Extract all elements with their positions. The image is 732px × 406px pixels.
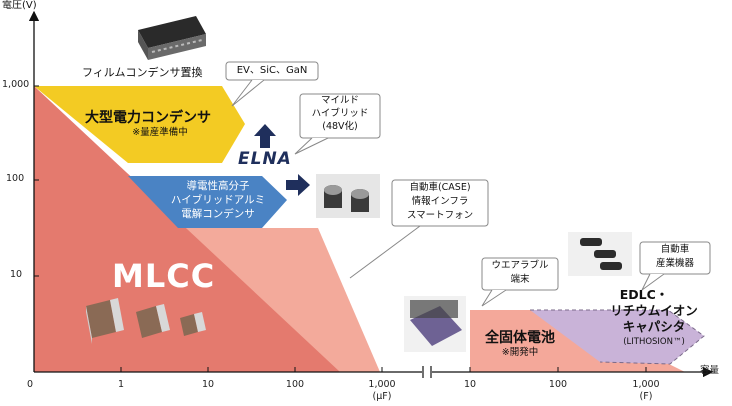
edlc-subtitle: (LITHOSION™) <box>623 337 685 347</box>
mild-hybrid-callout-pointer <box>294 137 329 155</box>
elna-logo: ELNA <box>238 149 292 169</box>
ev-callout-box <box>225 61 319 81</box>
aluminum-capacitor-line2: ハイブリッドアルミ <box>170 194 266 206</box>
industrial-callout-pointer <box>641 273 665 291</box>
industrial-line2: 産業機器 <box>655 258 695 269</box>
automotive-line2: 情報インフラ <box>411 196 469 207</box>
solid-state-battery-image <box>404 296 466 352</box>
aluminum-capacitor-line3: 電解コンデンサ <box>181 208 255 220</box>
automotive-callout-box <box>391 179 489 227</box>
edlc-image <box>568 232 632 276</box>
x-axis-title: 容量 <box>700 365 720 376</box>
mlcc-label: MLCC <box>112 257 216 295</box>
y-tick-label: 100 <box>6 173 25 184</box>
y-tick-label: 1,000 <box>2 79 30 90</box>
film-capacitor-image <box>138 16 206 60</box>
mild-hybrid-callout-box <box>299 93 381 139</box>
aluminum-capacitor-region <box>128 176 287 228</box>
aluminum-capacitor-line1: 導電性高分子 <box>186 180 250 192</box>
mild-hybrid-line1: マイルド <box>320 95 360 106</box>
ev-callout-text: EV、SiC、GaN <box>236 65 308 76</box>
aluminum-capacitor-image <box>316 174 380 218</box>
x-tick-label: 100 <box>548 379 568 390</box>
x-tick-label: 1,000 <box>632 379 660 390</box>
film-capacitor-note: ※量産準備中 <box>132 127 188 138</box>
x-tick-label: 100 <box>285 379 305 390</box>
film-capacitor-title: 大型電力コンデンサ <box>85 110 211 126</box>
film-capacitor-region <box>34 86 245 163</box>
right-arrow-icon <box>286 174 310 196</box>
industrial-callout-box <box>639 241 711 275</box>
wearable-line2: 端末 <box>510 274 530 285</box>
edlc-title-line2: リチウムイオン <box>610 303 698 318</box>
x-unit-left: (μF) <box>372 391 392 402</box>
edlc-title-line3: キャパシタ <box>622 319 686 334</box>
x-tick-label: 1,000 <box>368 379 396 390</box>
x-unit-right: (F) <box>639 391 653 402</box>
x-tick-label: 1 <box>117 379 125 390</box>
mild-hybrid-line3: (48V化) <box>322 121 358 132</box>
solid-state-battery-note: ※開発中 <box>501 347 539 358</box>
edlc-region <box>530 310 704 364</box>
y-tick-label: 10 <box>10 269 23 280</box>
up-arrow-icon <box>254 124 276 148</box>
film-replacement-caption: フィルムコンデンサ置換 <box>82 66 203 79</box>
mild-hybrid-line2: ハイブリッド <box>311 108 369 119</box>
automotive-line1: 自動車(CASE) <box>409 182 471 193</box>
industrial-line1: 自動車 <box>660 244 690 255</box>
x-tick-label: 10 <box>463 379 477 390</box>
ev-callout-pointer <box>231 79 265 107</box>
wearable-callout-pointer <box>481 289 507 307</box>
x-tick-label: 10 <box>201 379 215 390</box>
wearable-line1: ウエアラブル <box>491 260 549 271</box>
automotive-callout-pointer <box>349 225 421 279</box>
mlcc-chip-images <box>86 298 206 344</box>
y-axis-title: 電圧(V) <box>2 0 37 11</box>
edlc-title-line1: EDLC・ <box>619 287 669 302</box>
wearable-callout-box <box>481 257 559 291</box>
edlc-border <box>530 309 705 365</box>
x-tick-label: 0 <box>26 379 34 390</box>
automotive-line3: スマートフォン <box>406 210 474 221</box>
solid-state-battery-title: 全固体電池 <box>485 330 555 346</box>
